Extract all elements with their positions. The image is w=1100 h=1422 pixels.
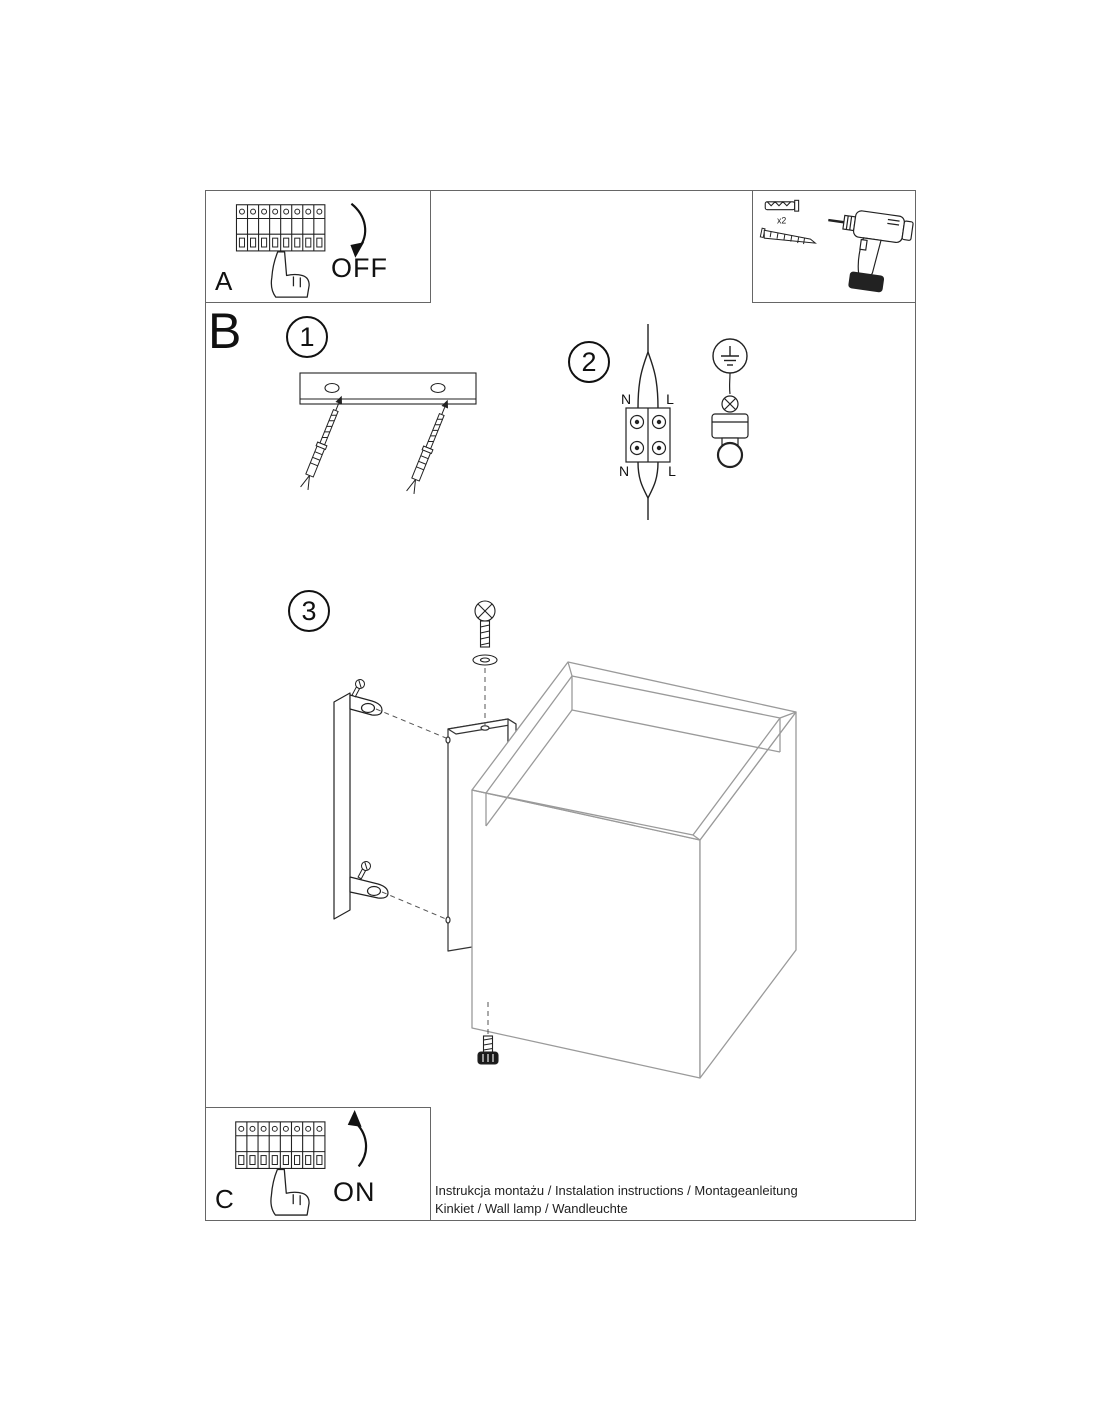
breaker-panel-icon [235, 1121, 326, 1170]
washer-icon [472, 654, 498, 666]
screw-icon [759, 227, 817, 245]
power-off-illustration [235, 202, 367, 298]
power-on-illustration [235, 1109, 368, 1216]
step-1-illustration [299, 372, 477, 494]
footer-instructions-line: Instrukcja montażu / Instalation instruc… [435, 1183, 798, 1198]
breaker-terminals [238, 1125, 323, 1132]
step-3-badge: 3 [288, 590, 330, 632]
step-2-number: 2 [581, 346, 597, 377]
wall-plug-icon [764, 199, 800, 212]
wall-anchor-icon [406, 399, 448, 494]
bracket-screw-icon [351, 679, 365, 698]
wire-n-bottom-label: N [619, 463, 629, 479]
switch-off-arrow-icon [350, 202, 367, 258]
step-2-badge: 2 [568, 341, 610, 383]
alignment-dash [381, 891, 447, 920]
hand-icon [270, 251, 310, 298]
panel-power-off [205, 190, 431, 303]
wall-bracket-icon [333, 692, 389, 920]
footer-product-line: Kinkiet / Wall lamp / Wandleuchte [435, 1201, 628, 1216]
mounting-plate-icon [299, 372, 477, 405]
panel-c-label: C [215, 1184, 234, 1214]
step-1-number: 1 [299, 321, 315, 352]
tools-illustration: x2 [759, 199, 914, 293]
breaker-switches [238, 1155, 323, 1165]
step-1-badge: 1 [286, 316, 328, 358]
wire-l-bottom-label: L [668, 463, 676, 479]
drill-icon [828, 210, 914, 293]
cable-top-icon [637, 324, 659, 409]
terminal-block-icon [625, 407, 671, 463]
wire-l-top-label: L [666, 391, 674, 407]
breaker-switches [238, 237, 323, 248]
panel-a-label: A [215, 266, 233, 296]
wire-n-top-label: N [621, 391, 631, 407]
bottom-screw-icon [477, 1035, 499, 1065]
switch-on-arrow-icon [347, 1109, 368, 1168]
on-label: ON [333, 1177, 376, 1207]
step-3-number: 3 [301, 595, 317, 626]
panel-power-on [205, 1107, 431, 1221]
page-border [205, 190, 916, 1221]
plug-count-label: x2 [777, 215, 786, 225]
cable-bottom-icon [637, 461, 659, 520]
off-label: OFF [331, 253, 388, 283]
earth-symbol-icon [712, 338, 748, 374]
breaker-panel-icon [235, 204, 326, 252]
step-3-illustration [333, 600, 797, 1079]
breaker-terminals [239, 208, 323, 215]
earth-clamp-icon [711, 372, 749, 469]
cube-shade-icon [471, 661, 797, 1079]
section-b-label: B [208, 303, 242, 359]
wall-anchor-icon [300, 395, 342, 490]
mount-screw-icon [474, 600, 496, 648]
bracket-screw-icon [357, 861, 371, 880]
hand-icon [270, 1168, 310, 1216]
alignment-dash [375, 708, 447, 739]
panel-tools: x2 [752, 190, 916, 303]
step-2-illustration: N L N L [619, 324, 749, 520]
